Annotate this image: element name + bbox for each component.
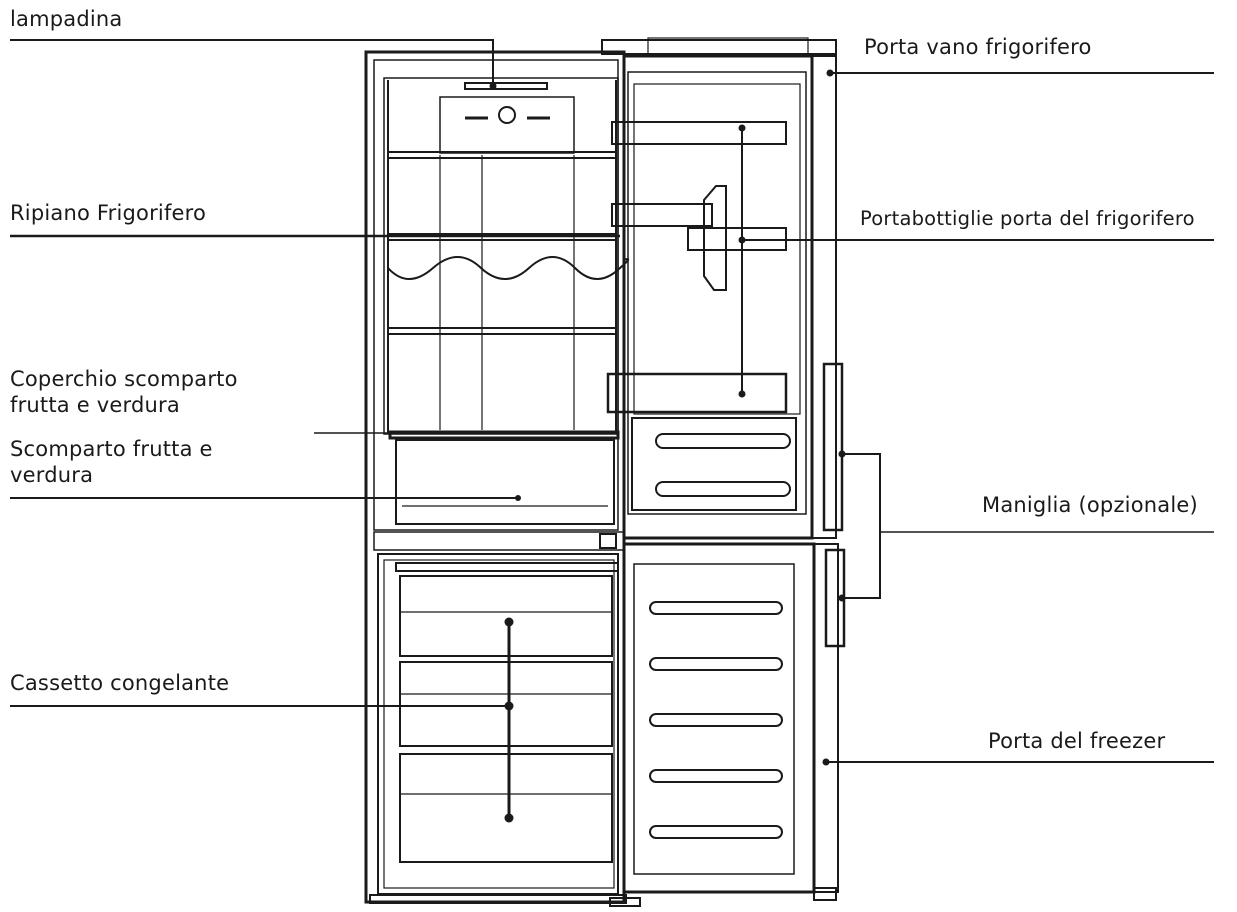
label-door-bottle-rack: Portabottiglie porta del frigorifero bbox=[860, 207, 1195, 230]
freezer-door-outline bbox=[622, 542, 816, 894]
leader-dots bbox=[489, 69, 846, 823]
label-handle: Maniglia (opzionale) bbox=[982, 493, 1198, 517]
label-freezer-drawer: Cassetto congelante bbox=[10, 671, 230, 695]
label-fridge-shelf: Ripiano Frigorifero bbox=[10, 201, 207, 225]
label-crisper-cover-line-2: frutta e verdura bbox=[10, 393, 180, 417]
upper-handle bbox=[822, 362, 844, 532]
label-crisper-line-2: verdura bbox=[10, 463, 94, 487]
label-crisper-cover: Coperchio scomparto frutta e verdura bbox=[10, 366, 238, 418]
label-crisper-cover-line-1: Coperchio scomparto bbox=[10, 367, 238, 391]
freezer-drawers bbox=[399, 575, 613, 863]
crisper-cover bbox=[388, 430, 620, 440]
label-crisper-line-1: Scomparto frutta e bbox=[10, 437, 213, 461]
label-fridge-door: Porta vano frigorifero bbox=[864, 35, 1092, 59]
fridge-door-outline bbox=[622, 54, 814, 540]
label-crisper: Scomparto frutta e verdura bbox=[10, 436, 213, 488]
label-freezer-door: Porta del freezer bbox=[988, 729, 1166, 753]
leader-lines bbox=[10, 39, 1214, 818]
wine-rack bbox=[387, 256, 630, 280]
crisper-box bbox=[395, 439, 615, 525]
fridge-shelves bbox=[387, 151, 617, 430]
cabinet-outline bbox=[364, 50, 626, 904]
label-bulb: lampadina bbox=[10, 7, 123, 31]
light-housing bbox=[439, 96, 575, 154]
